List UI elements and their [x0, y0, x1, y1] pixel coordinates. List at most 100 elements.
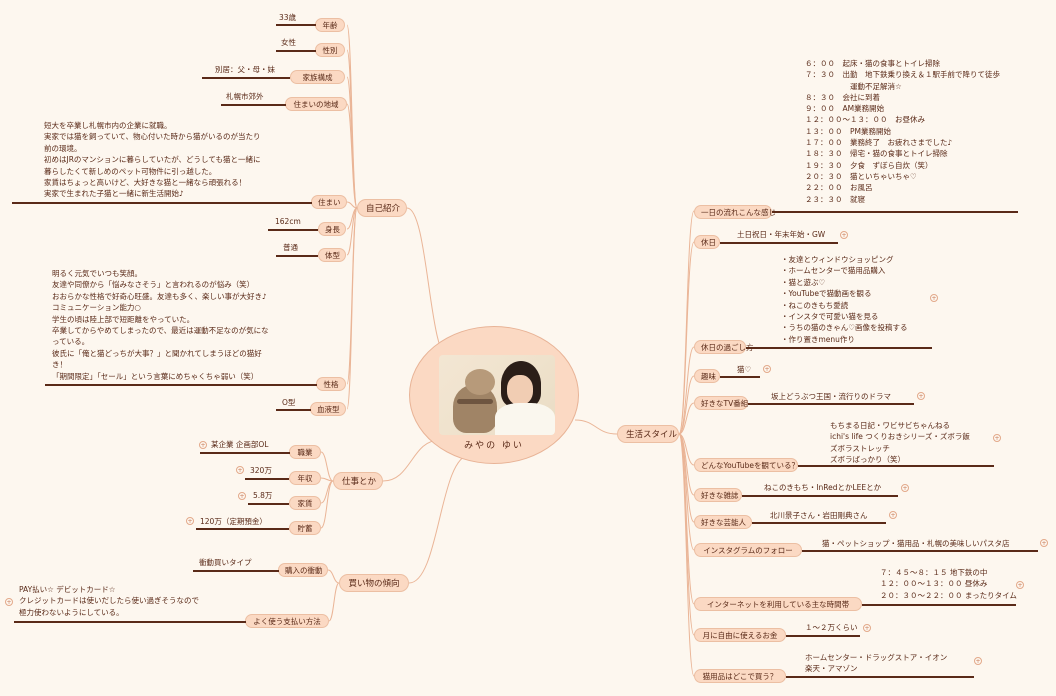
underline-home — [12, 202, 312, 204]
node-impulse[interactable]: 購入の衝動 — [278, 563, 328, 577]
underline-magazine — [742, 495, 898, 497]
link-lifestyle-hobby — [678, 375, 695, 435]
node-daily-flow[interactable]: 一日の流れこんな感じ — [694, 205, 776, 219]
node-magazine[interactable]: 好きな雑誌 — [694, 488, 742, 502]
underline-rent — [248, 503, 289, 505]
expand-cat-goods-icon[interactable]: + — [974, 657, 982, 665]
expand-holiday-activities-icon[interactable]: + — [930, 294, 938, 302]
expand-internet-time-icon[interactable]: + — [1016, 581, 1024, 589]
underline-age — [276, 24, 316, 26]
underline-hobby — [720, 376, 760, 378]
branch-work[interactable]: 仕事とか — [333, 472, 383, 490]
node-rent[interactable]: 家賃 — [289, 496, 321, 510]
expand-magazine-icon[interactable]: + — [901, 484, 909, 492]
link-center-self-intro — [406, 207, 451, 361]
link-self-intro-residence-area — [346, 103, 358, 209]
underline-holidays — [720, 242, 838, 244]
link-center-shopping — [408, 454, 471, 584]
link-work-rent — [320, 480, 334, 504]
expand-income-icon[interactable]: + — [236, 466, 244, 474]
expand-youtube-icon[interactable]: + — [993, 434, 1001, 442]
expand-holidays-icon[interactable]: + — [840, 231, 848, 239]
profile-photo — [439, 355, 555, 435]
expand-tv-icon[interactable]: + — [917, 392, 925, 400]
node-savings[interactable]: 貯蓄 — [289, 521, 321, 535]
node-youtube[interactable]: どんなYouTubeを観ている？ — [694, 458, 799, 472]
node-height[interactable]: 身長 — [318, 222, 346, 236]
expand-job-icon[interactable]: + — [199, 441, 207, 449]
value-rent: 5.8万 — [253, 491, 273, 500]
node-holidays[interactable]: 休日 — [694, 235, 720, 249]
link-lifestyle-tv — [678, 402, 695, 435]
expand-instagram-icon[interactable]: + — [1040, 539, 1048, 547]
expand-monthly-money-icon[interactable]: + — [863, 624, 871, 632]
value-payment: PAY払い☆ デビットカード☆ クレジットカードは使いだしたら使い過ぎそうなので… — [19, 585, 199, 617]
value-personality: 明るく元気でいつも笑顔。 友達や同僚から「悩みなさそう」と言われるのが悩み（笑）… — [52, 269, 269, 381]
branch-shopping[interactable]: 買い物の傾向 — [339, 574, 409, 592]
link-lifestyle-daily-flow — [678, 210, 695, 435]
node-body[interactable]: 体型 — [318, 248, 346, 262]
node-blood[interactable]: 血液型 — [310, 402, 346, 416]
value-cat-goods: ホームセンター・ドラッグストア・イオン 楽天・アマゾン — [805, 653, 948, 674]
underline-body — [276, 255, 318, 257]
node-job[interactable]: 職業 — [289, 445, 321, 459]
node-personality[interactable]: 性格 — [316, 377, 346, 391]
link-center-lifestyle — [574, 419, 618, 435]
underline-monthly-money — [786, 635, 860, 637]
node-internet-time[interactable]: インターネットを利用している主な時間帯 — [694, 597, 862, 611]
value-internet-time: ７：４５〜８：１５ 地下鉄の中 １２：００〜１３：００ 昼休み ２０：３０〜２２… — [880, 568, 1017, 600]
branch-lifestyle[interactable]: 生活スタイル — [617, 425, 679, 443]
value-monthly-money: １〜２万くらい — [805, 623, 858, 632]
node-hobby[interactable]: 趣味 — [694, 369, 720, 383]
expand-rent-icon[interactable]: + — [238, 492, 246, 500]
expand-savings-icon[interactable]: + — [186, 517, 194, 525]
node-payment[interactable]: よく使う支払い方法 — [245, 614, 329, 628]
center-label: みやの ゆい — [464, 441, 524, 451]
node-gender[interactable]: 性別 — [315, 43, 345, 57]
underline-income — [245, 478, 289, 480]
expand-celebrity-icon[interactable]: + — [889, 511, 897, 519]
branch-self-intro[interactable]: 自己紹介 — [357, 199, 407, 217]
node-home[interactable]: 住まい — [311, 195, 347, 209]
expand-hobby-icon[interactable]: + — [763, 365, 771, 373]
underline-payment — [14, 621, 246, 623]
value-age: 33歳 — [279, 13, 297, 22]
underline-residence-area — [221, 104, 286, 106]
node-tv[interactable]: 好きなTV番組 — [694, 396, 748, 410]
underline-celebrity — [752, 522, 886, 524]
center-node[interactable]: みやの ゆい — [409, 326, 579, 464]
node-celebrity[interactable]: 好きな芸能人 — [694, 515, 752, 529]
value-holidays: 土日祝日・年末年始・GW — [737, 230, 826, 239]
link-self-intro-family — [346, 76, 358, 209]
value-holiday-activities: ・友達とウィンドウショッピング ・ホームセンターで猫用品購入 ・猫と遊ぶ♡ ・Y… — [781, 255, 908, 344]
node-family[interactable]: 家族構成 — [290, 70, 345, 84]
underline-gender — [276, 50, 316, 52]
value-job: 某企業 企画部OL — [211, 440, 269, 449]
node-residence-area[interactable]: 住まいの地域 — [285, 97, 347, 111]
expand-payment-icon[interactable]: + — [5, 598, 13, 606]
underline-family — [202, 77, 290, 79]
underline-youtube — [798, 465, 994, 467]
underline-blood — [276, 409, 311, 411]
node-income[interactable]: 年収 — [289, 471, 321, 485]
value-youtube: もちまる日記・ワビサビちゃんねる ichi's life つくりおきシリーズ・ズ… — [830, 421, 970, 465]
underline-tv — [748, 403, 914, 405]
value-impulse: 衝動買いタイプ — [199, 558, 252, 567]
node-monthly-money[interactable]: 月に自由に使えるお金 — [694, 628, 786, 642]
underline-personality — [45, 384, 317, 386]
value-body: 普通 — [283, 243, 298, 252]
value-blood: O型 — [282, 398, 296, 407]
link-self-intro-home — [346, 201, 358, 209]
underline-instagram — [802, 550, 1038, 552]
underline-height — [268, 229, 318, 231]
node-holiday-activities[interactable]: 休日の過ごし方 — [694, 340, 754, 354]
node-age[interactable]: 年齢 — [315, 18, 345, 32]
link-work-job — [320, 451, 334, 482]
value-gender: 女性 — [281, 38, 296, 47]
node-instagram[interactable]: インスタグラムのフォロー — [694, 543, 802, 557]
link-self-intro-body — [346, 207, 358, 256]
value-magazine: ねこのきもち・InRedとかLEEとか — [764, 483, 882, 492]
link-lifestyle-holidays — [678, 241, 695, 435]
node-cat-goods[interactable]: 猫用品はどこで買う？ — [694, 669, 786, 683]
